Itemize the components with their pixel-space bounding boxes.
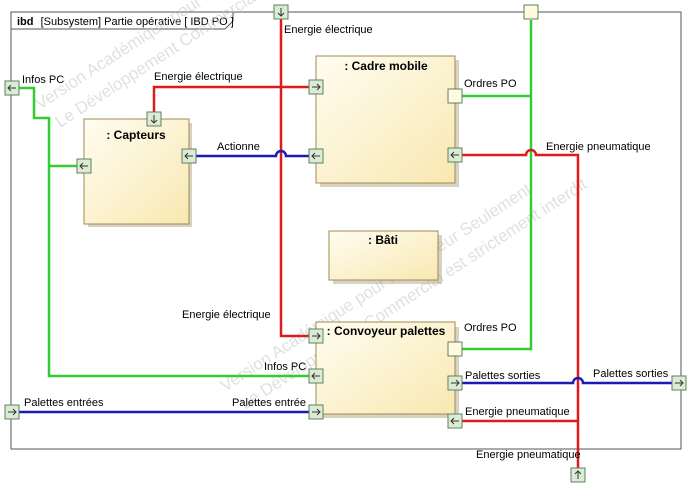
part-convoyeur-palettes-name: : Convoyeur palettes — [327, 324, 446, 338]
port-boundary-infos-pc[interactable] — [4, 80, 20, 96]
connector-ordres-po — [455, 20, 533, 351]
connector-palettes-sorties — [455, 376, 679, 385]
label-energie-electrique-top: Energie électrique — [284, 24, 373, 36]
port-boundary-palettes-entrees[interactable] — [4, 404, 20, 420]
port-convoyeur-ordres-po[interactable] — [447, 341, 463, 357]
part-capteurs[interactable]: : Capteurs — [83, 118, 192, 227]
part-capteurs-name: : Capteurs — [106, 128, 166, 142]
port-capteurs-actionne[interactable] — [181, 148, 197, 164]
port-boundary-energie-pneumatique[interactable] — [570, 467, 586, 483]
port-convoyeur-palettes-sorties[interactable] — [447, 375, 463, 391]
label-infos-pc-left: Infos PC — [22, 74, 64, 86]
connector-actionne — [189, 149, 316, 158]
frame-title: [Subsystem] Partie opérative [ IBD PO ] — [41, 16, 234, 28]
part-bati-name: : Bâti — [368, 233, 398, 247]
frame-title-tab — [10, 11, 234, 30]
port-cadre-energie-electrique[interactable] — [308, 79, 324, 95]
port-boundary-ordres-po[interactable] — [523, 4, 539, 20]
connector-energie-electrique-capteurs — [152, 85, 316, 112]
port-convoyeur-energie-pneumatique[interactable] — [447, 413, 463, 429]
label-energie-electrique-convoyeur: Energie électrique — [182, 309, 271, 321]
label-ordres-po-cadre: Ordres PO — [464, 78, 517, 90]
label-energie-electrique-capteurs: Energie électrique — [154, 71, 243, 83]
port-capteurs-energie-electrique[interactable] — [146, 111, 162, 127]
label-infos-pc-convoyeur: Infos PC — [264, 361, 306, 373]
part-cadre-mobile-name: : Cadre mobile — [344, 59, 428, 73]
connector-infos-pc — [13, 86, 316, 378]
port-convoyeur-energie-electrique[interactable] — [308, 328, 324, 344]
frame-keyword: ibd — [17, 16, 34, 28]
part-cadre-mobile[interactable]: : Cadre mobile — [315, 55, 459, 187]
part-bati[interactable]: : Bâti — [328, 230, 442, 284]
port-capteurs-infos-pc[interactable] — [76, 158, 92, 174]
label-energie-pneumatique-bottom: Energie pneumatique — [476, 449, 581, 461]
port-cadre-ordres-po[interactable] — [447, 88, 463, 104]
svg-text:ibd [Subsystem] Partie opé: ibd [Subsystem] Partie opérative [ IBD P… — [17, 16, 234, 28]
connector-energie-electrique-convoyeur — [279, 19, 316, 338]
port-convoyeur-infos-pc[interactable] — [308, 368, 324, 384]
label-palettes-sorties-outer: Palettes sorties — [593, 368, 669, 380]
port-boundary-palettes-sorties[interactable] — [671, 375, 687, 391]
port-convoyeur-palettes-entree[interactable] — [308, 404, 324, 420]
label-ordres-po-convoyeur: Ordres PO — [464, 322, 517, 334]
port-cadre-energie-pneumatique[interactable] — [447, 147, 463, 163]
label-palettes-entree-inner: Palettes entrée — [232, 397, 306, 409]
label-palettes-entrees-outer: Palettes entrées — [24, 397, 104, 409]
part-convoyeur-palettes[interactable]: : Convoyeur palettes — [315, 321, 459, 418]
diagram-frame — [10, 11, 682, 450]
connector-energie-pneumatique — [455, 148, 580, 469]
label-actionne: Actionne — [217, 141, 260, 153]
label-palettes-sorties-inner: Palettes sorties — [465, 370, 541, 382]
port-boundary-energie-electrique[interactable] — [273, 4, 289, 20]
label-energie-pneumatique-cadre: Energie pneumatique — [546, 141, 651, 153]
label-energie-pneumatique-convoyeur: Energie pneumatique — [465, 406, 570, 418]
port-cadre-actionne[interactable] — [308, 148, 324, 164]
